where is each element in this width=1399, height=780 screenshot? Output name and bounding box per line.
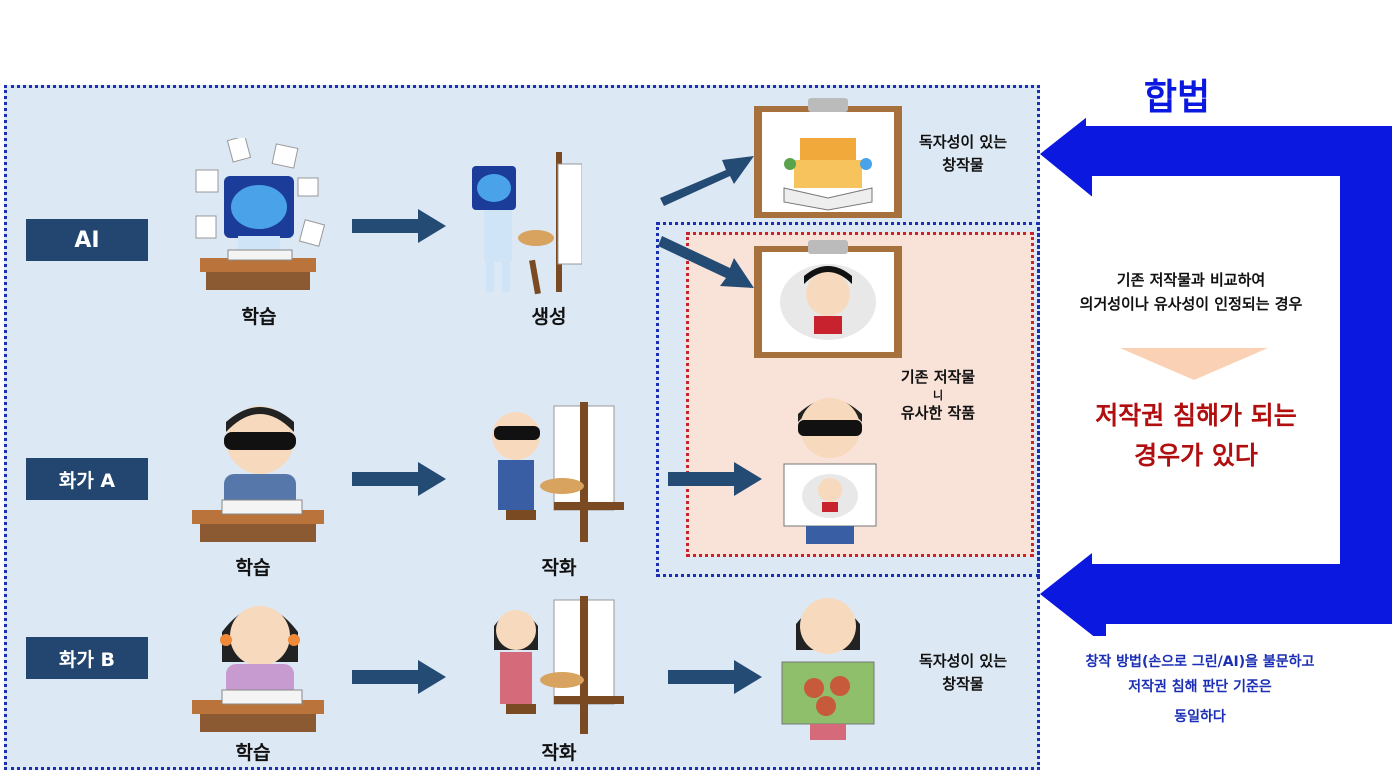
- label-painter-b: 화가 B: [26, 637, 148, 679]
- ai-learning-illustration: [195, 138, 326, 290]
- arrow-ai-learn-to-generate: [352, 209, 446, 243]
- caption-a-learn: 학습: [235, 557, 271, 579]
- note-b-original: 독자성이 있는 창작물: [918, 652, 1008, 694]
- legal-label-bg: [1086, 70, 1266, 126]
- arrow-a-learn-to-paint: [352, 462, 446, 496]
- arrow-b-learn-to-paint: [352, 660, 446, 694]
- painter-b-painting-illustration: [494, 596, 624, 734]
- caption-ai-learn: 학습: [241, 306, 277, 328]
- painter-b-learning-illustration: [192, 606, 324, 732]
- ai-painting-illustration: [472, 152, 582, 295]
- existing-work-board: [754, 240, 902, 358]
- infringement-text: 저작권 침해가 되는 경우가 있다: [1095, 401, 1297, 470]
- original-work-board-ai: [754, 98, 902, 218]
- footer-note: 창작 방법(손으로 그린/AI)을 불문하고 저작권 침해 판단 기준은 동일하…: [1085, 654, 1315, 725]
- condition-text: 기존 저작물과 비교하여 의거성이나 유사성이 인정되는 경우: [1079, 271, 1303, 313]
- caption-ai-generate: 생성: [531, 306, 567, 328]
- painter-b-original-work: [781, 598, 875, 740]
- caption-a-paint: 작화: [541, 557, 577, 579]
- legal-label: 합법: [1143, 77, 1211, 118]
- infringement-outer-frame: [656, 222, 1040, 577]
- caption-b-learn: 학습: [235, 742, 271, 764]
- note-similar-work: 기존 저작물 니 유사한 작품: [900, 368, 976, 423]
- label-ai: AI: [26, 219, 148, 261]
- arrow-ai-generate-to-original: [660, 156, 754, 206]
- painter-a-painting-illustration: [492, 402, 624, 542]
- painter-a-similar-work: [783, 398, 877, 544]
- label-painter-a: 화가 A: [26, 458, 148, 500]
- painter-a-learning-illustration: [192, 406, 324, 542]
- arrow-ai-generate-to-similar: [658, 236, 754, 288]
- down-triangle-icon: [1120, 348, 1268, 380]
- arrow-b-paint-to-original: [668, 660, 762, 694]
- arrow-a-paint-to-similar: [668, 462, 762, 496]
- note-ai-original: 독자성이 있는 창작물: [918, 133, 1008, 175]
- caption-b-paint: 작화: [541, 742, 577, 764]
